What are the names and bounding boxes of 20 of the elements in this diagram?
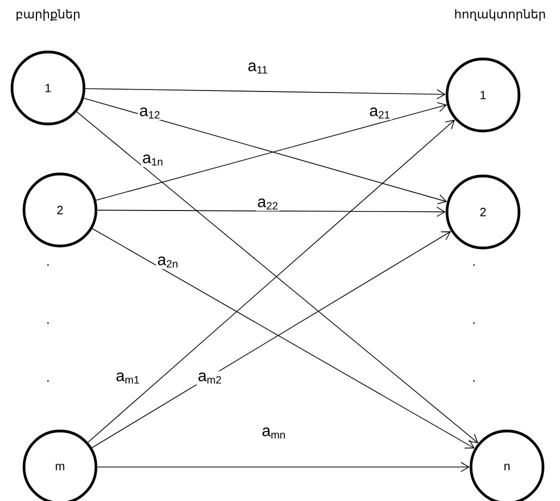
arrow	[84, 88, 446, 100]
edge-label: a$_{m2}$	[196, 371, 224, 385]
ellipsis-dot: .	[473, 264, 475, 266]
ellipsis-dot: .	[47, 264, 49, 266]
ellipsis-dot: .	[473, 322, 475, 324]
edge-label: a$_{2n}$	[156, 255, 180, 269]
edge-label: a$_{1n}$	[140, 153, 166, 167]
edge-label: a$_{21}$	[368, 106, 392, 120]
column-heading: բարիքներ	[16, 9, 80, 21]
column-heading: հողակտորներ	[455, 9, 545, 21]
ellipsis-dot: .	[473, 380, 475, 382]
arrow	[96, 462, 470, 472]
edge-label: a$_{12}$	[138, 106, 162, 120]
ellipsis-dot: .	[47, 380, 49, 382]
ellipsis-dot: .	[47, 322, 49, 324]
edge-label: a$_{m1}$	[114, 371, 142, 385]
edge-label: a$_{mn}$	[260, 426, 288, 440]
edge-label: a$_{11}$	[246, 61, 270, 75]
edge-label: a$_{22}$	[256, 197, 280, 211]
arrow	[96, 206, 446, 217]
